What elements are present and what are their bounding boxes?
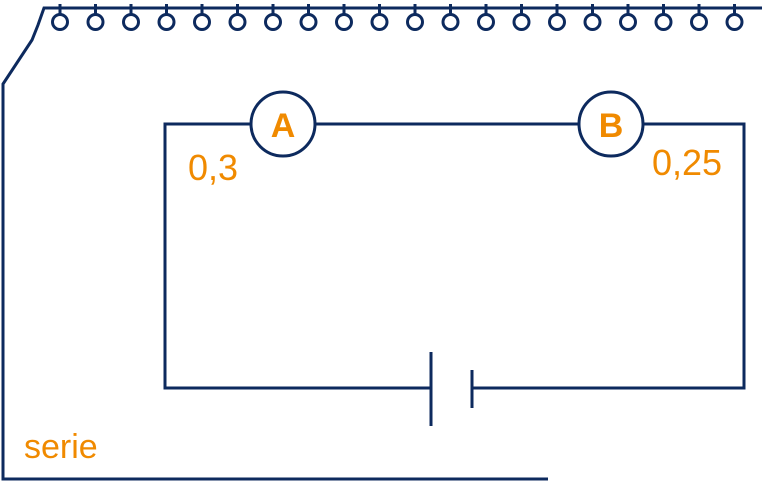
notebook-spiral <box>51 4 744 31</box>
circuit-type-caption: serie <box>24 428 98 466</box>
series-circuit: A B 0,3 0,25 <box>163 90 746 426</box>
wire-left <box>163 122 430 390</box>
spiral-ring <box>335 13 353 31</box>
notebook-page <box>1 4 762 481</box>
lamp-b-letter: B <box>599 107 624 145</box>
wire-right <box>472 122 746 390</box>
spiral-ring <box>654 13 673 31</box>
lamp-b-value: 0,25 <box>652 142 722 183</box>
spiral-ring <box>299 13 318 31</box>
spiral-ring <box>548 13 566 31</box>
lamp-a: A <box>249 90 317 158</box>
spiral-ring <box>512 13 531 31</box>
spiral-ring <box>157 13 176 31</box>
battery-cell-symbol <box>429 352 474 426</box>
spiral-ring <box>690 13 708 31</box>
spiral-ring <box>51 13 69 31</box>
lamp-a-value: 0,3 <box>188 147 238 188</box>
spiral-ring <box>583 13 602 31</box>
spiral-ring <box>193 13 211 31</box>
spiral-ring <box>370 13 389 31</box>
notebook-page-edge <box>1 6 762 481</box>
spiral-ring <box>725 13 744 31</box>
spiral-ring <box>619 13 637 31</box>
lamp-a-letter: A <box>271 107 296 145</box>
spiral-ring <box>122 13 140 31</box>
lamp-a-circle <box>249 90 317 158</box>
spiral-ring <box>441 13 460 31</box>
spiral-ring <box>406 13 424 31</box>
spiral-ring <box>264 13 282 31</box>
spiral-ring <box>477 13 495 31</box>
lamp-b: B <box>577 90 645 158</box>
spiral-ring <box>86 13 105 31</box>
lamp-b-circle <box>577 90 645 158</box>
spiral-ring <box>228 13 247 31</box>
